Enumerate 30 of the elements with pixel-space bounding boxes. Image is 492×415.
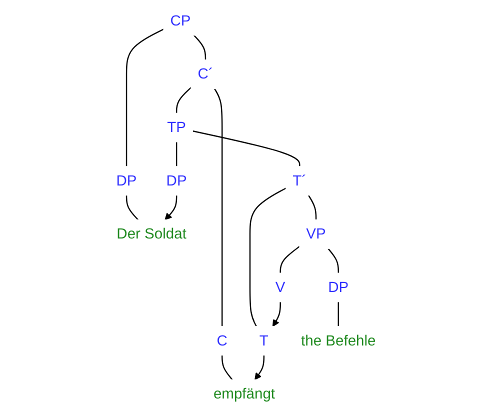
node-text: DP xyxy=(328,278,349,296)
node-text: DP xyxy=(116,172,137,189)
node-text: DP xyxy=(166,172,187,189)
connector xyxy=(126,195,139,220)
node-text: empfängt xyxy=(213,385,276,402)
connector xyxy=(214,88,223,326)
connector xyxy=(126,28,164,166)
connector xyxy=(221,355,233,380)
node-text: TP xyxy=(167,118,186,136)
node-text: C xyxy=(216,332,228,349)
node-text: C´ xyxy=(198,66,214,82)
connector xyxy=(176,142,178,166)
connector xyxy=(249,188,286,327)
connector xyxy=(338,302,339,326)
node-text: T xyxy=(259,332,268,349)
node-text: VP xyxy=(306,226,326,242)
connector xyxy=(280,246,300,274)
connector xyxy=(192,130,300,166)
node-text: the Befehle xyxy=(301,332,376,349)
node-text: V xyxy=(275,278,286,296)
node-text: Der Soldat xyxy=(116,226,186,242)
arrow xyxy=(254,355,265,380)
arrow xyxy=(272,302,281,327)
arrow xyxy=(164,195,178,220)
connector xyxy=(328,248,339,274)
connector xyxy=(308,194,317,220)
node-text: T´ xyxy=(292,172,307,189)
connector xyxy=(176,87,192,114)
node-text: CP xyxy=(170,12,191,29)
connector xyxy=(194,34,206,60)
